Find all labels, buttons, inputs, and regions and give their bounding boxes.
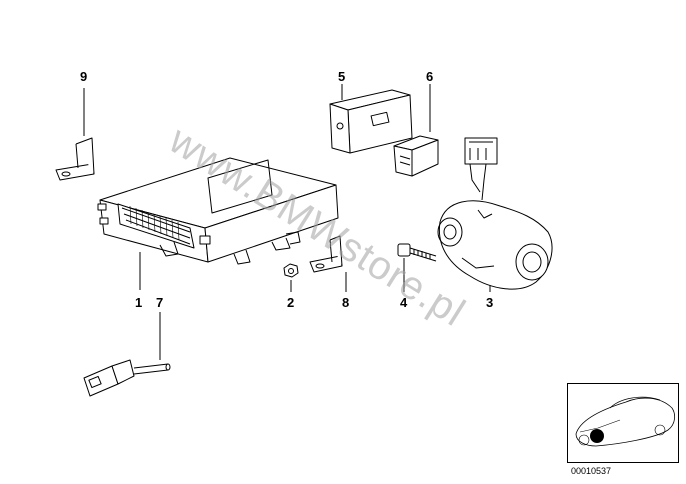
screw-part[interactable] bbox=[397, 243, 437, 292]
callout-6[interactable]: 6 bbox=[426, 69, 434, 84]
vehicle-thumbnail bbox=[567, 383, 679, 463]
bracket-part-8[interactable] bbox=[309, 235, 347, 292]
ignition-lock-part[interactable] bbox=[437, 137, 553, 292]
diagram-id: 00010537 bbox=[571, 466, 612, 476]
temperature-sensor-part[interactable] bbox=[83, 312, 171, 397]
control-unit-part[interactable] bbox=[97, 157, 339, 290]
holder-plate-part[interactable] bbox=[329, 84, 413, 154]
bracket-part-9[interactable] bbox=[55, 88, 95, 181]
callout-5[interactable]: 5 bbox=[338, 69, 346, 84]
callout-9[interactable]: 9 bbox=[80, 69, 88, 84]
callout-4[interactable]: 4 bbox=[400, 295, 408, 310]
connector-block-part[interactable] bbox=[393, 84, 439, 177]
callout-2[interactable]: 2 bbox=[287, 295, 295, 310]
nut-part[interactable] bbox=[283, 263, 299, 292]
callout-1[interactable]: 1 bbox=[135, 295, 143, 310]
callout-8[interactable]: 8 bbox=[342, 295, 350, 310]
callout-7[interactable]: 7 bbox=[156, 295, 164, 310]
location-marker-icon bbox=[590, 429, 604, 443]
callout-3[interactable]: 3 bbox=[486, 295, 494, 310]
